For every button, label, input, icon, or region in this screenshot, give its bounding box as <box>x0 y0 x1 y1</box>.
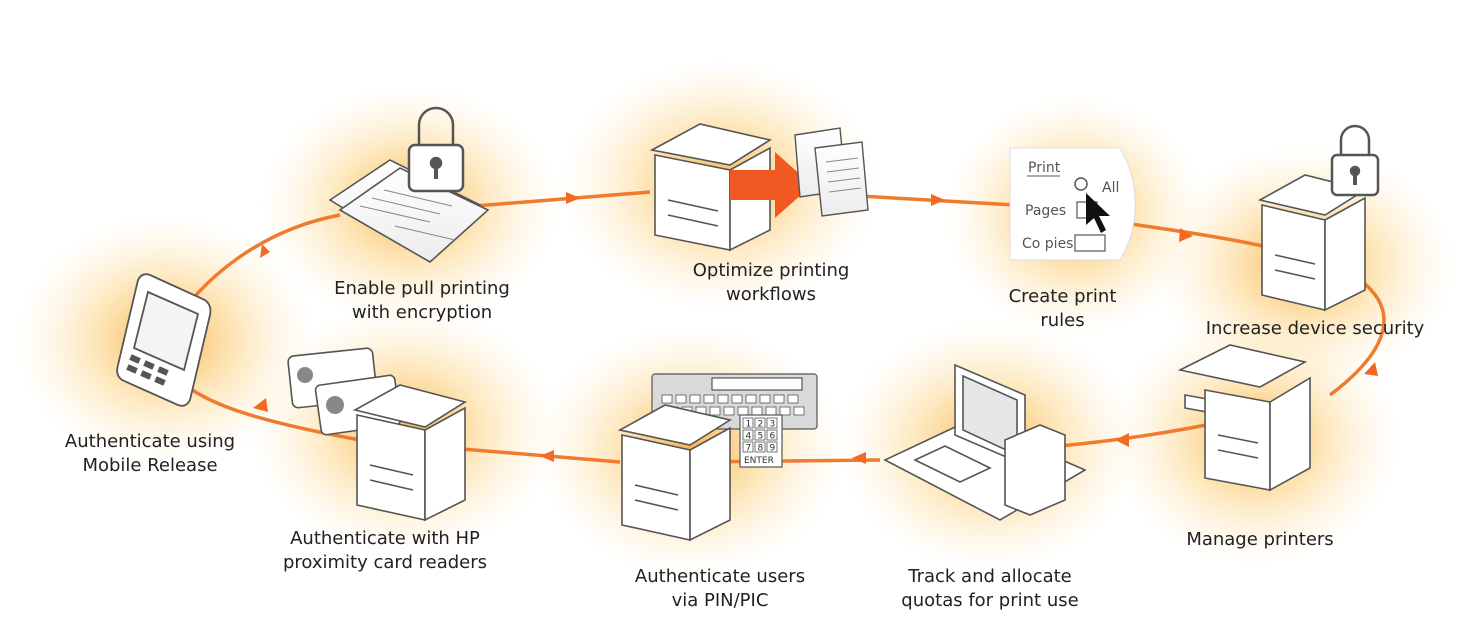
computer-icon <box>883 363 1087 521</box>
keypad-key <box>754 429 766 441</box>
print-option-copies: Co pies <box>1022 236 1073 252</box>
pin-printer-icon <box>617 404 733 542</box>
print-option-pages: Pages <box>1025 203 1066 219</box>
step-label-manage-printers: Manage printers <box>1186 529 1334 550</box>
keypad-key-label: 7 <box>746 444 752 454</box>
encrypted-documents-icon <box>328 159 490 263</box>
document-icon <box>794 127 869 217</box>
keypad-key <box>742 417 754 429</box>
keypad-key-label: 4 <box>746 432 752 442</box>
keypad-key <box>766 429 778 441</box>
keypad-key <box>766 417 778 429</box>
cursor-icon <box>1086 193 1110 233</box>
device-padlock-icon <box>1330 124 1380 197</box>
keypad-enter: ENTER <box>744 456 774 466</box>
keypad-key-label: 2 <box>758 420 764 430</box>
keypad-key <box>754 441 766 453</box>
step-label-increase-security: Increase device security <box>1205 318 1425 339</box>
print-dialog-icon: Print All Pages Co pies <box>1009 147 1136 261</box>
padlock-icon <box>407 106 465 193</box>
keypad-key <box>742 429 754 441</box>
keypad-key <box>742 441 754 453</box>
tablet-icon <box>116 273 212 407</box>
arrow-icon <box>730 152 812 218</box>
keypad-key-label: 3 <box>770 420 776 430</box>
secure-printer-icon <box>1257 174 1368 312</box>
print-option-all: All <box>1102 180 1119 196</box>
large-printer-icon <box>1177 344 1311 492</box>
keypad-key-label: 8 <box>758 444 764 454</box>
keypad-key-label: 1 <box>746 420 752 430</box>
keypad-key-label: 5 <box>758 432 764 442</box>
keypad-key <box>754 417 766 429</box>
keypad-key-label: 9 <box>770 444 776 454</box>
card-reader-printer-icon <box>352 384 467 522</box>
keypad-key-label: 6 <box>770 432 776 442</box>
keypad-key <box>766 441 778 453</box>
print-dialog-title: Print <box>1028 160 1061 176</box>
flow-arrowheads <box>253 192 1378 464</box>
